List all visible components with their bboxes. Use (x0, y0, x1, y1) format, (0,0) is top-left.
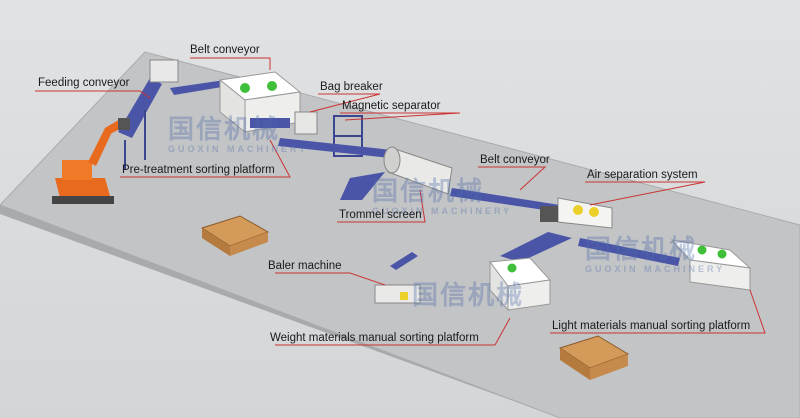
label-feeding-conveyor: Feeding conveyor (38, 77, 130, 89)
label-bag-breaker: Bag breaker (320, 81, 383, 93)
label-light-platform: Light materials manual sorting platform (552, 320, 751, 332)
excavator (52, 118, 130, 204)
watermark-en: GUOXIN MACHINERY (372, 206, 513, 216)
watermark-cn: 国信机械 (585, 235, 698, 265)
light-feed-conveyor (578, 238, 680, 266)
weight-feed-conveyor (500, 232, 572, 262)
label-weight-platform: Weight materials manual sorting platform (270, 332, 479, 344)
bales-right (558, 335, 630, 380)
floor-edge (0, 205, 560, 418)
label-baler-machine: Baler machine (268, 260, 342, 272)
baler-machine-unit (374, 252, 421, 304)
top-belt-conveyor (170, 80, 228, 95)
label-belt-conveyor-top: Belt conveyor (190, 44, 260, 56)
label-leaders (35, 57, 766, 346)
light-platform-machine (670, 239, 752, 291)
watermark-bottom: 国信机械 (412, 282, 524, 310)
bales-left (200, 215, 270, 256)
watermark-right: 国信机械 GUOXIN MACHINERY (585, 236, 725, 274)
magnetic-separator-frame (333, 115, 363, 157)
label-trommel-screen: Trommel screen (339, 209, 422, 221)
bag-breaker-machine (294, 111, 318, 135)
mid-belt-conveyor (450, 188, 560, 212)
trommel-feed-conveyor (278, 138, 392, 158)
label-pretreatment-platform: Pre-treatment sorting platform (122, 164, 275, 176)
label-magnetic-separator: Magnetic separator (342, 100, 441, 112)
watermark-en: GUOXIN MACHINERY (168, 144, 309, 154)
watermark-center: 国信机械 GUOXIN MACHINERY (372, 178, 512, 216)
watermark-en: GUOXIN MACHINERY (585, 264, 726, 274)
label-air-separation: Air separation system (587, 169, 698, 181)
watermark-cn: 国信机械 (372, 177, 485, 207)
label-belt-conveyor-mid: Belt conveyor (480, 154, 550, 166)
trommel-screen-drum (383, 146, 453, 195)
watermark-cn: 国信机械 (168, 115, 281, 145)
watermark-cn: 国信机械 (412, 281, 525, 311)
watermark-top: 国信机械 GUOXIN MACHINERY (168, 116, 308, 154)
weight-platform-machine (489, 257, 552, 312)
pretreatment-platform-machine (218, 71, 302, 134)
air-separation-machine (540, 197, 613, 229)
trommel-discharge-chute (340, 172, 385, 200)
